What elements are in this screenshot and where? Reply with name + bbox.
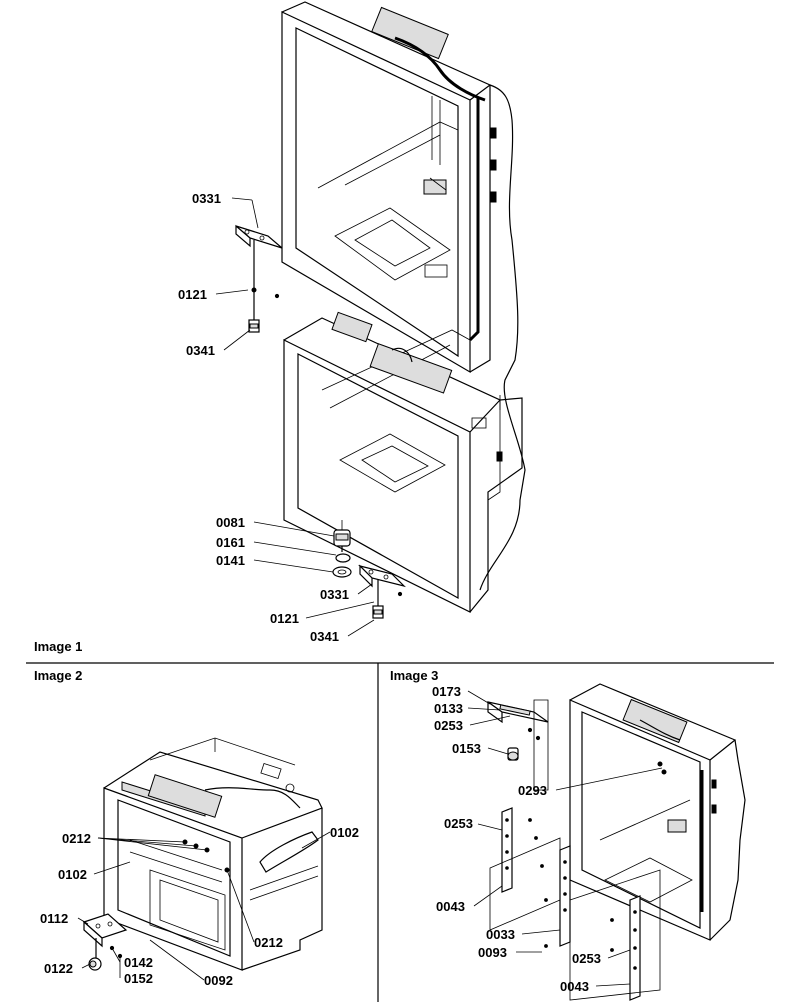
callout-0331-lower: 0331 (320, 587, 349, 602)
callout-0122: 0122 (44, 961, 73, 976)
image1-callouts: 0331 0121 0341 0081 0161 0141 0331 0121 … (178, 191, 349, 644)
callout-0331-upper: 0331 (192, 191, 221, 206)
panel-dividers (26, 662, 774, 1002)
callout-0081: 0081 (216, 515, 245, 530)
callout-0141: 0141 (216, 553, 245, 568)
callout-0121-lower: 0121 (270, 611, 299, 626)
image2-hinge (82, 913, 128, 971)
callout-0043-bottom: 0043 (560, 979, 589, 994)
callout-0093: 0093 (478, 945, 507, 960)
callout-0293: 0293 (518, 783, 547, 798)
callout-0133: 0133 (434, 701, 463, 716)
image2-leaders (77, 831, 331, 981)
callout-0033: 0033 (486, 927, 515, 942)
callout-0092: 0092 (204, 973, 233, 988)
callout-0341-lower: 0341 (310, 629, 339, 644)
image3-callouts: 0173 0133 0253 0153 0293 0253 0043 0033 … (432, 684, 601, 994)
image3-leaders (467, 690, 663, 987)
upper-liner (281, 1, 526, 591)
callout-0341-upper: 0341 (186, 343, 215, 358)
callout-0102-left: 0102 (58, 867, 87, 882)
lower-hinge-assembly (332, 520, 406, 619)
callout-0212-right: 0212 (254, 935, 283, 950)
image3-liner (569, 683, 746, 941)
callout-0253-bottom: 0253 (572, 951, 601, 966)
lower-liner (283, 311, 523, 613)
image3-hardware (487, 699, 661, 1001)
callout-0102-right: 0102 (330, 825, 359, 840)
callout-0121-upper: 0121 (178, 287, 207, 302)
panel-title-image-2: Image 2 (34, 668, 82, 683)
callout-0173: 0173 (432, 684, 461, 699)
callout-0161: 0161 (216, 535, 245, 550)
callout-0152: 0152 (124, 971, 153, 986)
callout-0253-mid: 0253 (444, 816, 473, 831)
upper-hinge-assembly (235, 224, 283, 333)
callout-0142: 0142 (124, 955, 153, 970)
panel-title-image-3: Image 3 (390, 668, 438, 683)
callout-0153: 0153 (452, 741, 481, 756)
panel-title-image-1: Image 1 (34, 639, 82, 654)
callout-0212-left: 0212 (62, 831, 91, 846)
callout-0253-top: 0253 (434, 718, 463, 733)
image2-callouts: 0212 0102 0102 0112 0142 0122 0152 0092 … (40, 825, 359, 988)
image2-liner (103, 737, 323, 971)
callout-0043-left: 0043 (436, 899, 465, 914)
image1-leaders (215, 197, 375, 637)
callout-0112: 0112 (40, 911, 68, 926)
